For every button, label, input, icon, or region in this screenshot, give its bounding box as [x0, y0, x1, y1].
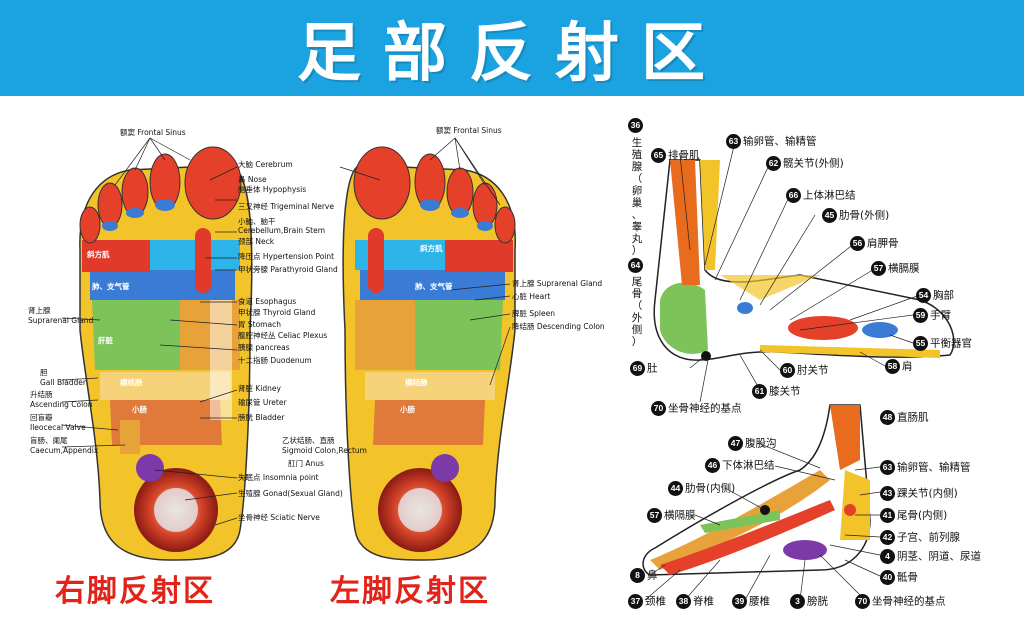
label-sigmoid-cn: 乙状结肠、直肠 — [282, 436, 335, 445]
zone-transverse-right: 横结肠 — [120, 378, 143, 387]
right-foot-sole — [79, 146, 253, 561]
label-ileocecal-en: Ileocecal Valve — [30, 423, 86, 432]
label-cerebellum-cn: 小脑、脑干 — [238, 217, 276, 226]
label-ascending-cn: 升结肠 — [30, 390, 53, 399]
page-title: 足部反射区 — [297, 17, 727, 91]
label-64-coccyx: 尾骨（外侧） — [631, 276, 643, 348]
zone-transverse-left: 横结肠 — [405, 378, 428, 387]
zone-trapezius-left: 斜方肌 — [420, 244, 443, 253]
label-thyroid: 甲状腺 Thyroid Gland — [238, 308, 316, 317]
label-cerebrum: 大脑 Cerebrum — [238, 160, 293, 169]
label-spleen: 脾脏 Spleen — [512, 309, 555, 318]
left-foot-title: 左脚反射区 — [330, 574, 490, 609]
label-bladder: 膀胱 Bladder — [238, 413, 285, 422]
label-celiac: 腹腔神经丛 Celiac Plexus — [238, 331, 328, 340]
side-leader-lines — [644, 141, 921, 601]
zone-small-int-left: 小肠 — [400, 405, 415, 414]
label-descending: 降结肠 Descending Colon — [512, 322, 605, 331]
label-gallbladder-en: Gall Bladder — [40, 378, 87, 387]
zone-small-int-right: 小肠 — [132, 405, 147, 414]
label-nose: 鼻 Nose — [238, 175, 267, 184]
label-hypophysis: 脑垂体 Hypophysis — [238, 185, 307, 194]
label-gallbladder-cn: 胆 — [40, 368, 48, 377]
zone-liver: 肝脏 — [98, 336, 113, 345]
label-trigeminal: 三叉神经 Trigeminal Nerve — [238, 202, 334, 211]
label-parathyroid: 甲状旁腺 Parathyroid Gland — [238, 265, 338, 274]
label-esophagus: 食道 Esophagus — [238, 297, 297, 306]
right-foot-title: 右脚反射区 — [55, 574, 215, 609]
label-ascending-en: Ascending Colon — [30, 400, 93, 409]
zone-lung-right: 肺、支气管 — [92, 282, 130, 291]
label-heart: 心脏 Heart — [512, 292, 551, 301]
badge-64: 64 — [628, 258, 645, 274]
label-suprarenal-en-right: Suprarenal Gland — [28, 316, 94, 325]
label-frontal-sinus-right: 额窦 Frontal Sinus — [120, 128, 186, 137]
inner-foot — [642, 404, 871, 576]
badge-36: 36 — [628, 118, 645, 134]
label-suprarenal-cn-right: 肾上腺 — [28, 306, 51, 315]
label-frontal-sinus-left: 额窦 Frontal Sinus — [436, 126, 502, 135]
label-kidney: 肾脏 Kidney — [238, 384, 281, 393]
label-sigmoid-en: Sigmoid Colon,Rectum — [282, 446, 367, 455]
label-caecum-en: Caecum,Appendix — [30, 446, 99, 455]
label-neck: 颈部 Neck — [238, 237, 275, 246]
label-cerebellum-en: Cerebellum,Brain Stem — [238, 226, 326, 235]
left-foot-sole — [342, 146, 516, 561]
label-sciatic: 坐骨神经 Sciatic Nerve — [238, 513, 320, 522]
zone-trapezius-right: 斜方肌 — [87, 250, 110, 259]
label-suprarenal-left: 肾上腺 Suprarenal Gland — [512, 279, 603, 288]
label-caecum-cn: 盲肠、阑尾 — [30, 436, 68, 445]
zone-lung-left: 肺、支气管 — [415, 282, 453, 291]
label-anus: 肛门 Anus — [288, 459, 324, 468]
label-hypertension: 降压点 Hypertension Point — [238, 252, 335, 261]
leader-lines — [61, 137, 511, 526]
label-gonad: 生殖腺 Gonad(Sexual Gland) — [238, 489, 343, 498]
label-ureter: 输尿管 Ureter — [238, 398, 287, 407]
label-stomach: 胃 Stomach — [238, 320, 281, 329]
label-pancreas: 胰腺 pancreas — [238, 343, 290, 352]
label-insomnia: 失眠点 Insomnia point — [238, 473, 319, 482]
label-duodenum: 十二指肠 Duodenum — [238, 356, 312, 365]
label-ileocecal-cn: 回盲瓣 — [30, 413, 53, 422]
title-banner: 足部反射区 — [0, 0, 1024, 96]
label-36-gonad: 生殖腺（卵巢、睾丸） — [631, 137, 643, 257]
